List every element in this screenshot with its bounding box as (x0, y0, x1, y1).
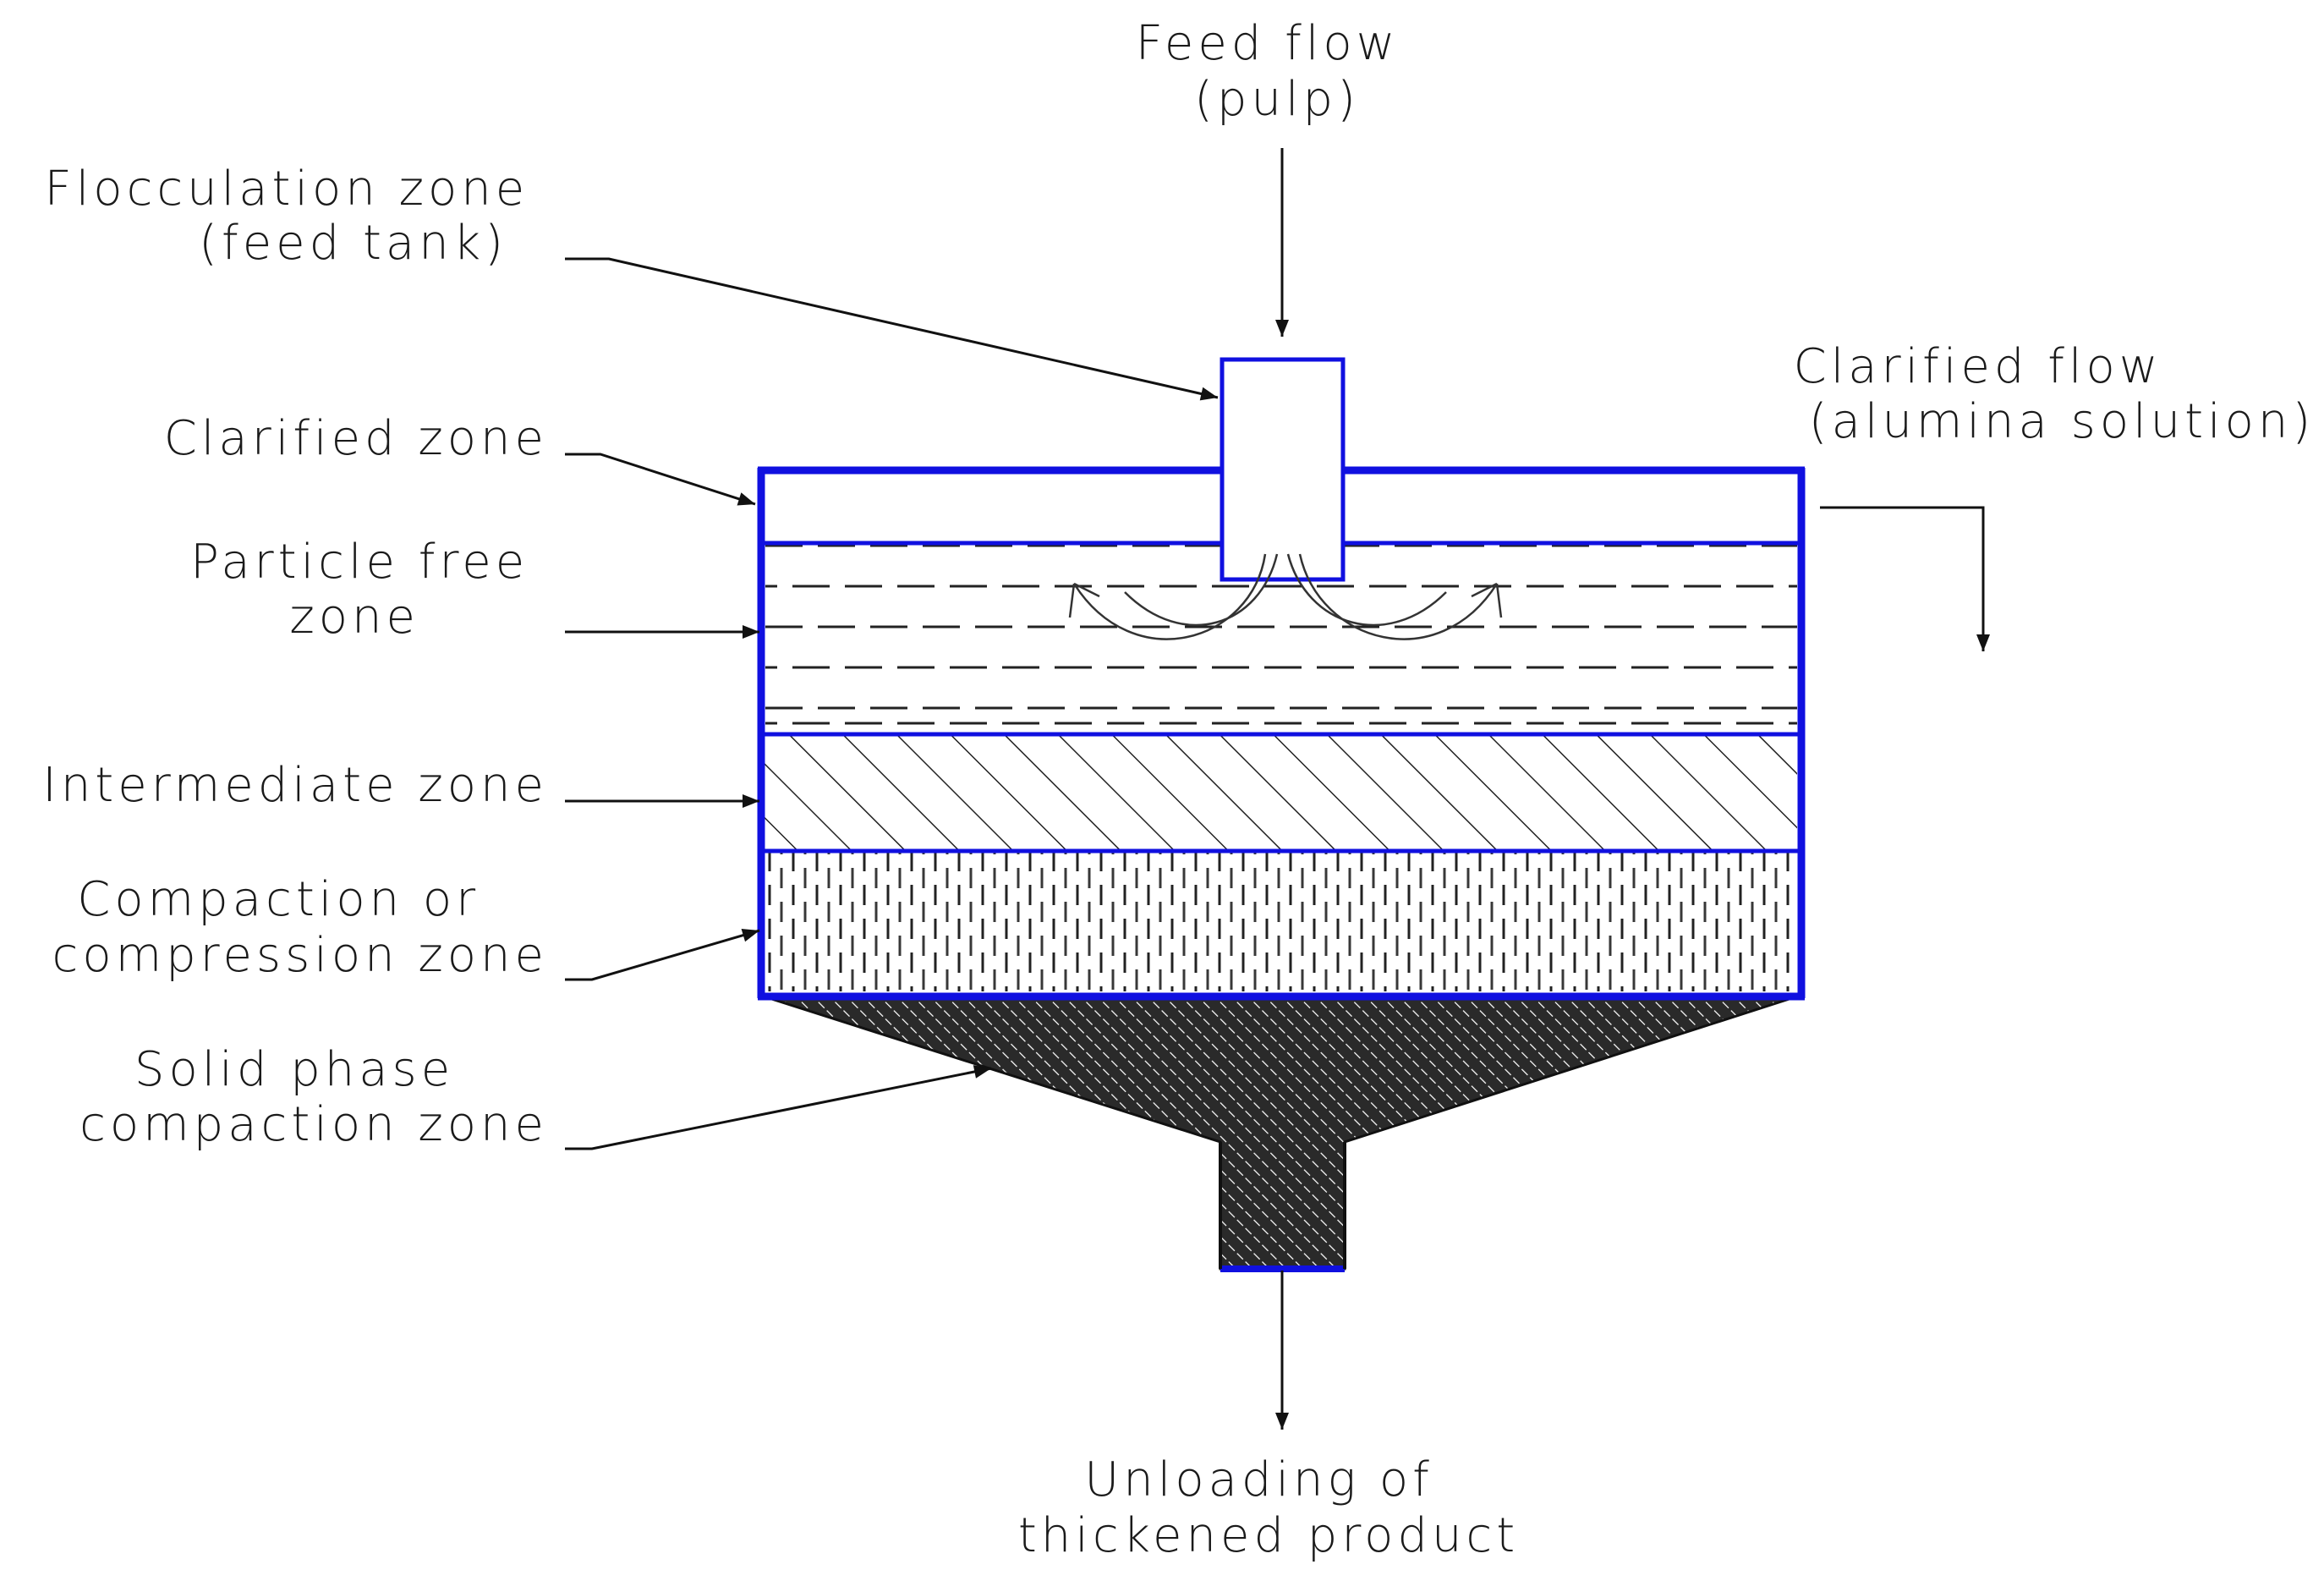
solid-phase-zone-fill (763, 995, 1798, 1271)
intermediate-zone-fill (764, 734, 1797, 851)
particle-free-zone-fill (765, 544, 1797, 725)
flocculation-zone-leader (565, 257, 1219, 401)
tank-outline (757, 466, 1806, 1001)
clarified-flow-arrow (1820, 506, 1990, 651)
feed-flow-label: Feed flow (pulp) (1136, 16, 1419, 127)
compaction-zone-leader (565, 928, 760, 981)
solid-phase-zone-label: Solid phase compaction zone (79, 1042, 548, 1152)
clarified-flow-label: Clarified flow (alumina solution) (1794, 339, 2316, 449)
intermediate-zone-label: Intermediate zone (42, 758, 548, 813)
feed-tank (1220, 357, 1346, 582)
feed-distribution-arrows (1068, 553, 1503, 640)
clarified-zone-label: Clarified zone (164, 411, 548, 466)
particle-free-zone-label: Particle free zone (190, 535, 548, 645)
unloading-label: Unloading of thickened product (1018, 1452, 1519, 1563)
clarified-zone-leader (565, 453, 756, 506)
flocculation-zone-label: Flocculation zone (feed tank) (45, 162, 548, 271)
compaction-zone-label: Compaction or compression zone (52, 872, 548, 983)
solid-phase-zone-leader (565, 1065, 992, 1150)
